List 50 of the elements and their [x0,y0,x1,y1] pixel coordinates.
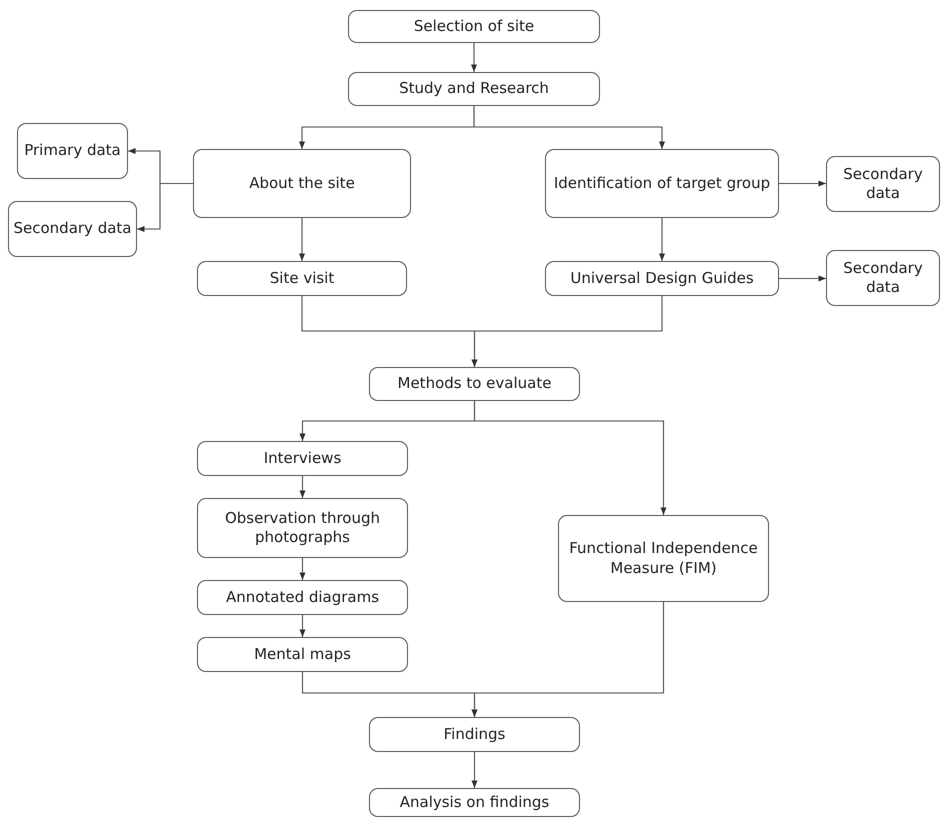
box-label: Functional Independence Measure (FIM) [568,539,759,578]
process-box [193,149,411,218]
arrow [471,752,478,788]
arrow [299,558,306,580]
box-label: Universal Design Guides [570,268,754,288]
box-label: Study and Research [399,79,549,99]
arrow [299,476,306,498]
box-label: Observation through photographs [224,508,382,548]
box-label: Methods to evaluate [398,374,552,394]
box-label: Secondary data [842,258,924,298]
arrow [474,401,667,515]
process-box [348,72,600,106]
process-box [197,441,408,476]
box-label: About the site [249,174,355,194]
process-box [826,156,940,212]
arrow [658,218,666,261]
process-box [197,261,407,296]
process-box [369,788,580,817]
box-label: Mental maps [254,644,351,664]
arrow [470,43,478,72]
arrow [299,615,306,637]
box-label: Selection of site [414,16,534,36]
process-box [197,637,408,672]
arrow [137,182,193,232]
process-box [826,250,940,306]
process-box [8,201,137,257]
box-label: Primary data [24,141,121,161]
box-label: Identification of target group [554,174,770,194]
box-label: Site visit [270,268,334,288]
arrow [473,106,666,149]
process-box [545,149,779,218]
box-label: Findings [444,724,506,744]
box-label: Interviews [264,448,342,468]
process-box [369,367,580,401]
box-label: Secondary data [14,219,132,239]
box-label: Analysis on findings [400,792,550,812]
process-box [348,10,600,43]
box-label: Secondary data [842,164,924,204]
arrow [298,218,306,261]
process-box [197,580,408,615]
process-box [545,261,779,296]
process-box [197,498,408,558]
process-box [558,515,769,602]
process-box [17,123,128,179]
arrow [779,275,826,282]
box-label: Annotated diagrams [226,588,380,608]
arrow [471,296,663,367]
arrow [471,602,664,717]
process-box [369,717,580,752]
arrow [779,180,826,187]
